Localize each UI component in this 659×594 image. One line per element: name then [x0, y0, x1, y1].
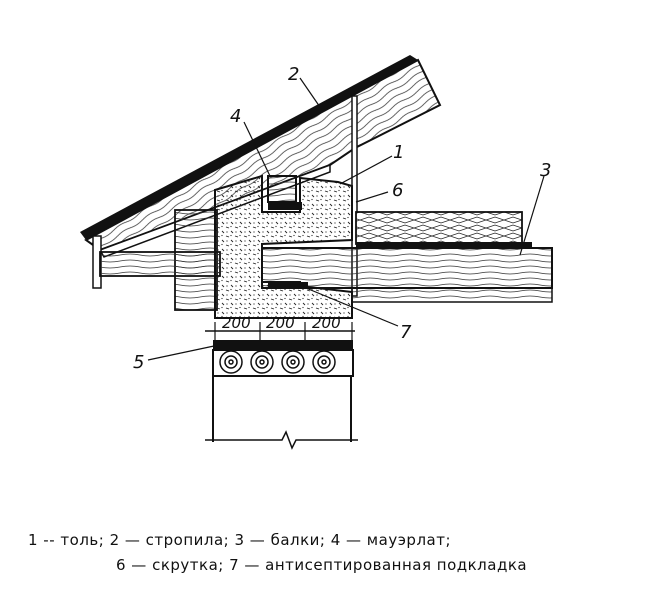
callout-3: 3 [540, 160, 551, 181]
callout-2: 2 [288, 64, 299, 85]
roofing-felt [80, 55, 418, 240]
wall-masonry [214, 174, 353, 319]
floor-top-strip [356, 242, 532, 248]
waterproofing-layer [213, 340, 353, 350]
dimension-label-2: 200 [266, 314, 295, 332]
log-ends [219, 350, 336, 374]
ceiling-board [351, 287, 553, 303]
callout-4: 4 [230, 106, 241, 127]
dimension-label-3: 200 [312, 314, 341, 332]
leader-lines [147, 77, 545, 361]
callout-5: 5 [133, 352, 144, 373]
beam-overhang [99, 251, 221, 277]
mauerlat [267, 175, 297, 203]
caption-line-1: 1 -- толь; 2 — стропила; 3 — балки; 4 — … [28, 531, 452, 549]
break-line [205, 430, 358, 450]
roof-eave-section-diagram: 200 200 200 1 2 3 4 5 6 7 [80, 55, 553, 450]
callout-6: 6 [392, 180, 403, 201]
callout-7: 7 [400, 322, 412, 343]
floor-boards [355, 211, 523, 245]
antiseptic-pad [268, 282, 308, 289]
dimension-label-1: 200 [222, 314, 251, 332]
floor-beam [261, 247, 553, 289]
mauerlat-pad [268, 202, 302, 210]
callout-1: 1 [393, 142, 404, 163]
caption-line-2: 6 — скрутка; 7 — антисептированная подкл… [116, 556, 528, 574]
